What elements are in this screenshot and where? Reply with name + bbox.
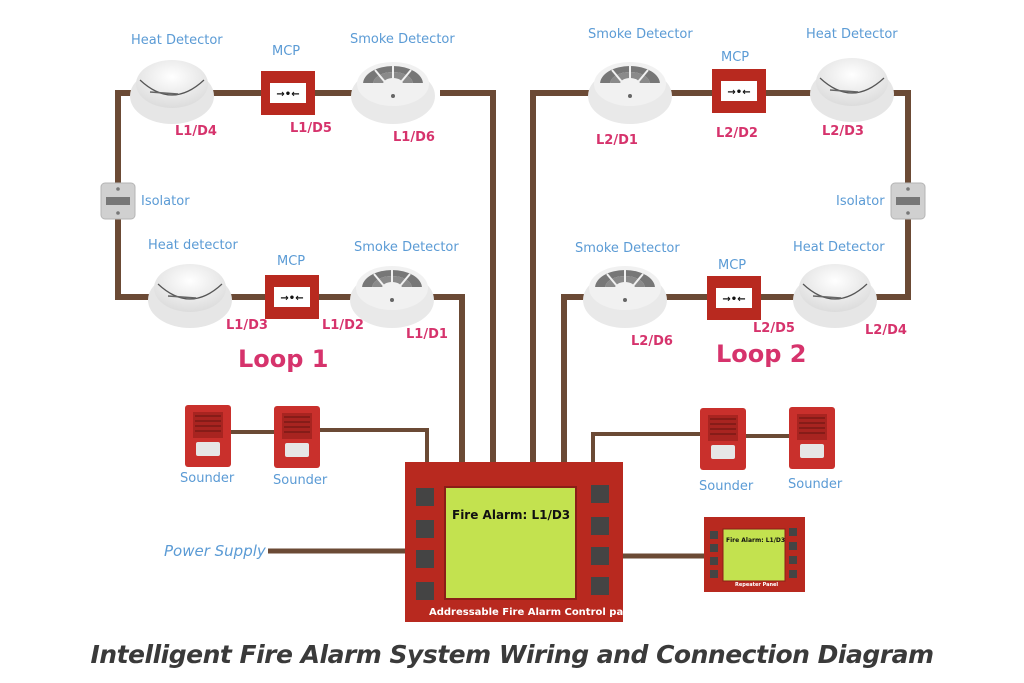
device-address: L1/D5 [290, 121, 332, 136]
device-address: L2/D3 [822, 124, 864, 139]
wire-loop1-top [440, 90, 496, 470]
wire-loop2-top [530, 90, 600, 470]
repeater-panel-caption: Repeater Panel [735, 582, 779, 588]
smoke-detector-icon [582, 265, 668, 329]
device-address: L1/D4 [175, 124, 217, 139]
device-label: MCP [272, 44, 301, 59]
sounder-icon [699, 407, 747, 471]
device-label: Smoke Detector [350, 32, 455, 47]
heat-detector-icon [809, 57, 895, 123]
sounder-icon [273, 405, 321, 469]
sounder-label: Sounder [180, 471, 235, 486]
device-label: Heat Detector [131, 33, 223, 48]
device-label: Isolator [141, 194, 190, 209]
heat-detector-icon [129, 59, 215, 125]
device-label: Smoke Detector [354, 240, 459, 255]
mcp-icon [265, 275, 319, 319]
sounder-icon [184, 404, 232, 468]
sounder-icon [788, 406, 836, 470]
control-panel-caption: Addressable Fire Alarm Control panel [429, 607, 641, 618]
repeater-panel-screen-text: Fire Alarm: L1/D3 [726, 537, 786, 544]
mcp-icon [712, 69, 766, 113]
device-label: Heat Detector [806, 27, 898, 42]
diagram-title: Intelligent Fire Alarm System Wiring and… [90, 640, 935, 669]
device-label: MCP [277, 254, 306, 269]
device-label: Smoke Detector [588, 27, 693, 42]
device-address: L1/D2 [322, 318, 364, 333]
loop-label: Loop 2 [716, 340, 807, 368]
device-label: MCP [721, 50, 750, 65]
device-address: L1/D1 [406, 327, 448, 342]
sounder-label: Sounder [699, 479, 754, 494]
device-label: Heat Detector [793, 240, 885, 255]
control-panel [405, 462, 623, 622]
device-label: Heat detector [148, 238, 238, 253]
device-address: L2/D2 [716, 126, 758, 141]
device-address: L2/D6 [631, 334, 673, 349]
repeater-panel [704, 517, 805, 592]
device-label: MCP [718, 258, 747, 273]
device-address: L2/D5 [753, 321, 795, 336]
heat-detector-icon [147, 263, 233, 329]
heat-detector-icon [792, 263, 878, 329]
sounder-label: Sounder [788, 477, 843, 492]
device-address: L2/D1 [596, 133, 638, 148]
device-address: L1/D3 [226, 318, 268, 333]
wire-loop1-bottom [420, 294, 465, 470]
smoke-detector-icon [350, 61, 436, 125]
sounder-label: Sounder [273, 473, 328, 488]
device-address: L2/D4 [865, 323, 907, 338]
wire-sounders-right [591, 432, 790, 465]
device-address: L1/D6 [393, 130, 435, 145]
smoke-detector-icon [587, 61, 673, 125]
power-supply-label: Power Supply [164, 542, 266, 560]
isolator-icon [890, 182, 926, 220]
mcp-icon [261, 71, 315, 115]
device-label: Smoke Detector [575, 241, 680, 256]
wire-sounders-left [230, 428, 429, 465]
mcp-icon [707, 276, 761, 320]
loop-label: Loop 1 [238, 345, 329, 373]
isolator-icon [100, 182, 136, 220]
device-label: Isolator [836, 194, 885, 209]
control-panel-screen-text: Fire Alarm: L1/D3 [452, 508, 571, 522]
